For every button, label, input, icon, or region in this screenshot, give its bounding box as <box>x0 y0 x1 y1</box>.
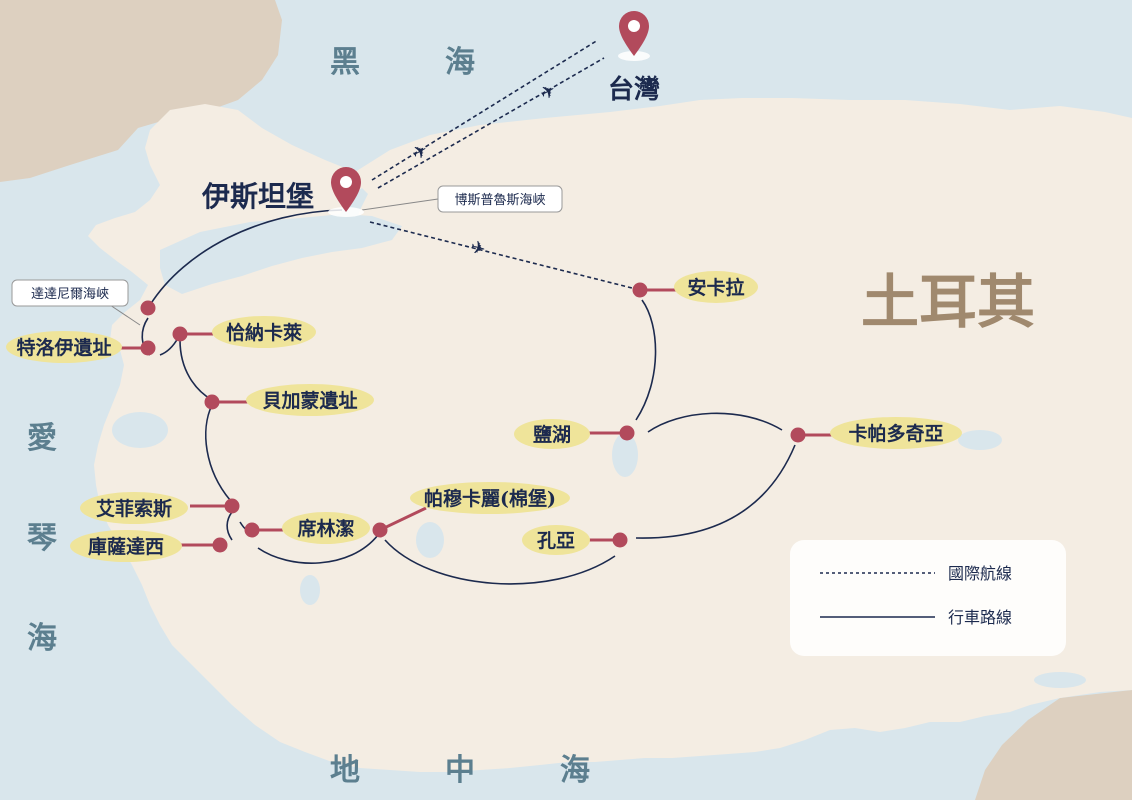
svg-text:恰納卡萊: 恰納卡萊 <box>226 321 303 344</box>
stop-ankara: 安卡拉 <box>632 271 758 303</box>
country-label: 土耳其 <box>861 268 1035 336</box>
svg-text:達達尼爾海峽: 達達尼爾海峽 <box>31 287 109 302</box>
svg-text:帕穆卡麗(棉堡): 帕穆卡麗(棉堡) <box>424 487 556 510</box>
drive-sirince-pamukkale <box>257 534 379 564</box>
svg-text:艾菲索斯: 艾菲索斯 <box>96 497 172 520</box>
taiwan-pin-icon <box>618 11 650 61</box>
stop-dot <box>612 532 628 548</box>
svg-text:特洛伊遺址: 特洛伊遺址 <box>16 336 111 359</box>
istanbul-pin-icon <box>328 167 364 217</box>
drive-bergama-ephesus <box>204 404 231 501</box>
marmara-sea <box>160 214 402 294</box>
svg-text:愛: 愛 <box>27 421 57 456</box>
drive-istanbul-dardanelles <box>149 209 343 306</box>
flight-route-domestic <box>369 221 633 289</box>
stop-dot <box>212 537 228 553</box>
stop-bergama: 貝加蒙遺址 <box>204 384 374 416</box>
svg-text:琴: 琴 <box>27 521 57 556</box>
flight-route-return <box>377 57 605 189</box>
stop-dot <box>140 340 156 356</box>
drive-konya-cappadocia <box>635 444 796 539</box>
svg-text:中: 中 <box>445 753 475 788</box>
stop-pamukkale: 帕穆卡麗(棉堡) <box>372 482 570 538</box>
lake-small <box>300 575 320 605</box>
drive-cappadocia-saltlake <box>647 412 783 433</box>
stop-canakkale: 恰納卡萊 <box>172 316 316 348</box>
svg-text:孔亞: 孔亞 <box>537 530 575 552</box>
stop-dot <box>632 282 648 298</box>
lake-east <box>958 430 1002 450</box>
syria-land <box>975 690 1132 800</box>
airplane-icon: ✈ <box>468 236 488 260</box>
flight-route-outbound <box>371 39 599 181</box>
stop-cappadocia: 卡帕多奇亞 <box>790 417 962 449</box>
legend-flight-label: 國際航線 <box>948 564 1012 583</box>
flight-routes <box>369 39 633 289</box>
stop-dot <box>619 425 635 441</box>
stop-dot <box>790 427 806 443</box>
stop-dot <box>140 300 156 316</box>
stop-dot <box>204 394 220 410</box>
svg-text:鹽湖: 鹽湖 <box>533 423 571 446</box>
svg-text:席林潔: 席林潔 <box>297 517 354 540</box>
svg-text:海: 海 <box>560 753 590 788</box>
stop-dot <box>244 522 260 538</box>
istanbul-label: 伊斯坦堡 <box>201 180 314 213</box>
legend: 國際航線 行車路線 <box>790 540 1066 656</box>
legend-drive-label: 行車路線 <box>948 608 1012 627</box>
svg-text:安卡拉: 安卡拉 <box>687 276 744 299</box>
svg-text:黑: 黑 <box>330 45 360 80</box>
stop-ephesus: 艾菲索斯 <box>80 492 240 524</box>
lake-egirdir <box>416 522 444 558</box>
stop-konya: 孔亞 <box>522 525 628 555</box>
stop-dot <box>372 522 388 538</box>
stop-kusadasi: 庫薩達西 <box>70 530 228 562</box>
stop-troy: 特洛伊遺址 <box>6 331 148 363</box>
taiwan-label: 台灣 <box>608 74 660 105</box>
svg-text:庫薩達西: 庫薩達西 <box>88 535 164 558</box>
drive-saltlake-ankara <box>635 299 657 421</box>
black-sea-label: 黑 海 <box>330 45 475 80</box>
svg-text:博斯普魯斯海峽: 博斯普魯斯海峽 <box>454 193 545 208</box>
drive-pamukkale-konya <box>384 539 616 585</box>
svg-text:卡帕多奇亞: 卡帕多奇亞 <box>848 422 943 445</box>
salt-lake-water <box>612 433 638 477</box>
stop-dot <box>172 326 188 342</box>
aegean-sea-label: 愛 琴 海 <box>27 421 57 656</box>
mediterranean-label: 地 中 海 <box>330 753 590 788</box>
drive-ephesus-kusadasi <box>226 511 233 541</box>
svg-text:貝加蒙遺址: 貝加蒙遺址 <box>262 389 357 412</box>
dardanelles-callout: 達達尼爾海峽 <box>11 279 141 326</box>
lake-se <box>1034 672 1086 688</box>
bosphorus-callout: 博斯普魯斯海峽 <box>361 185 563 213</box>
bay-1 <box>112 412 168 448</box>
svg-text:地: 地 <box>330 753 360 788</box>
stop-salt-lake: 鹽湖 <box>514 419 635 449</box>
stop-dot <box>224 498 240 514</box>
balkan-land <box>0 0 282 182</box>
svg-text:海: 海 <box>27 621 57 656</box>
stop-sirince: 席林潔 <box>244 512 370 544</box>
svg-text:海: 海 <box>445 45 475 80</box>
